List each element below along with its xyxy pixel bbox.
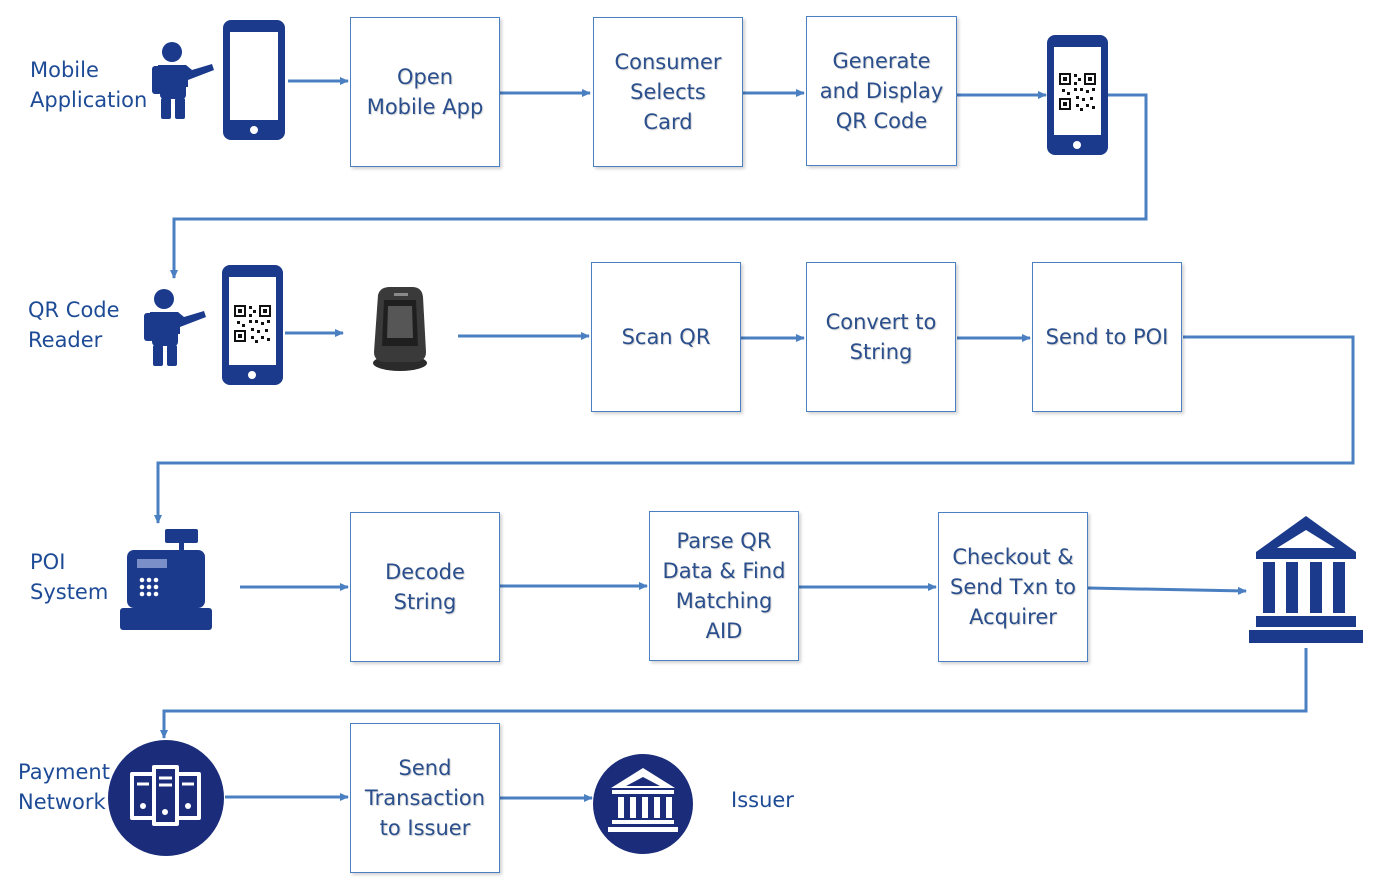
step-text: Send <box>398 756 452 780</box>
step-send-to-poi: Send to POI <box>1032 262 1182 412</box>
connectors <box>154 77 1355 802</box>
step-text: and Display <box>819 79 944 103</box>
arrow-checkout-to-bank <box>1087 586 1247 595</box>
step-text: Checkout & <box>952 545 1074 569</box>
bank-icon <box>1249 516 1363 643</box>
step-parse-qr-data: Parse QR Data & Find Matching AID <box>649 511 799 661</box>
step-text: QR Code <box>835 109 928 133</box>
step-text: Selects <box>630 80 706 104</box>
lane-label-mobile-application: Mobile Application <box>30 55 147 115</box>
step-text: Send to POI <box>1045 325 1169 349</box>
step-text: String <box>849 340 913 364</box>
lane-label-qr-code-reader: QR Code Reader <box>28 295 120 355</box>
step-text: Open <box>396 65 454 89</box>
step-text: Decode <box>385 560 465 584</box>
connector-row3-to-row4 <box>160 648 1308 739</box>
step-text: Parse QR <box>676 529 772 553</box>
step-convert-to-string: Convert to String <box>806 262 956 412</box>
step-scan-qr: Scan QR <box>591 262 741 412</box>
step-text: Scan QR <box>621 325 711 349</box>
step-text: Convert to <box>825 310 937 334</box>
lane-label-payment-network: Payment Network <box>18 757 110 817</box>
lane-label-line: System <box>30 580 109 604</box>
lane-label-line: Reader <box>28 328 103 352</box>
lane-label-line: Network <box>18 790 106 814</box>
step-text: Matching <box>675 589 773 613</box>
issuer-label: Issuer <box>731 788 794 812</box>
step-text: Card <box>643 110 693 134</box>
lane-label-line: Mobile <box>30 58 99 82</box>
step-text: String <box>393 590 457 614</box>
connector-row2-to-row3 <box>154 335 1355 524</box>
lane-label-line: Application <box>30 88 148 112</box>
issuer-bank-icon <box>593 754 693 854</box>
step-text: Consumer <box>614 50 722 74</box>
step-text: Send Txn to <box>950 575 1076 599</box>
step-send-transaction-to-issuer: Send Transaction to Issuer <box>350 723 500 873</box>
connector-row1-to-row2 <box>170 93 1148 279</box>
step-text: Transaction <box>364 786 486 810</box>
step-decode-string: Decode String <box>350 512 500 662</box>
step-text: to Issuer <box>379 816 471 840</box>
lane-label-line: Payment <box>18 760 110 784</box>
mobile-phone-icon <box>223 20 285 140</box>
step-checkout-send-txn: Checkout & Send Txn to Acquirer <box>938 512 1088 662</box>
cash-register-icon <box>120 529 212 630</box>
person-icon <box>144 289 206 366</box>
step-text: Acquirer <box>969 605 1057 629</box>
step-generate-display-qr: Generate and Display QR Code <box>806 16 957 166</box>
step-text: AID <box>705 619 743 643</box>
step-text: Mobile App <box>366 95 484 119</box>
lane-label-line: POI <box>30 550 66 574</box>
qr-phone-icon <box>222 265 283 385</box>
step-text: Generate <box>832 49 931 73</box>
step-consumer-selects-card: Consumer Selects Card <box>593 17 743 167</box>
server-network-icon <box>108 740 224 856</box>
step-open-mobile-app: Open Mobile App <box>350 17 500 167</box>
step-text: Data & Find <box>662 559 786 583</box>
barcode-scanner-icon <box>373 287 427 371</box>
lane-label-line: QR Code <box>28 298 120 322</box>
person-icon <box>152 42 214 119</box>
lane-label-poi-system: POI System <box>30 547 108 607</box>
qr-phone-icon <box>1047 35 1108 155</box>
